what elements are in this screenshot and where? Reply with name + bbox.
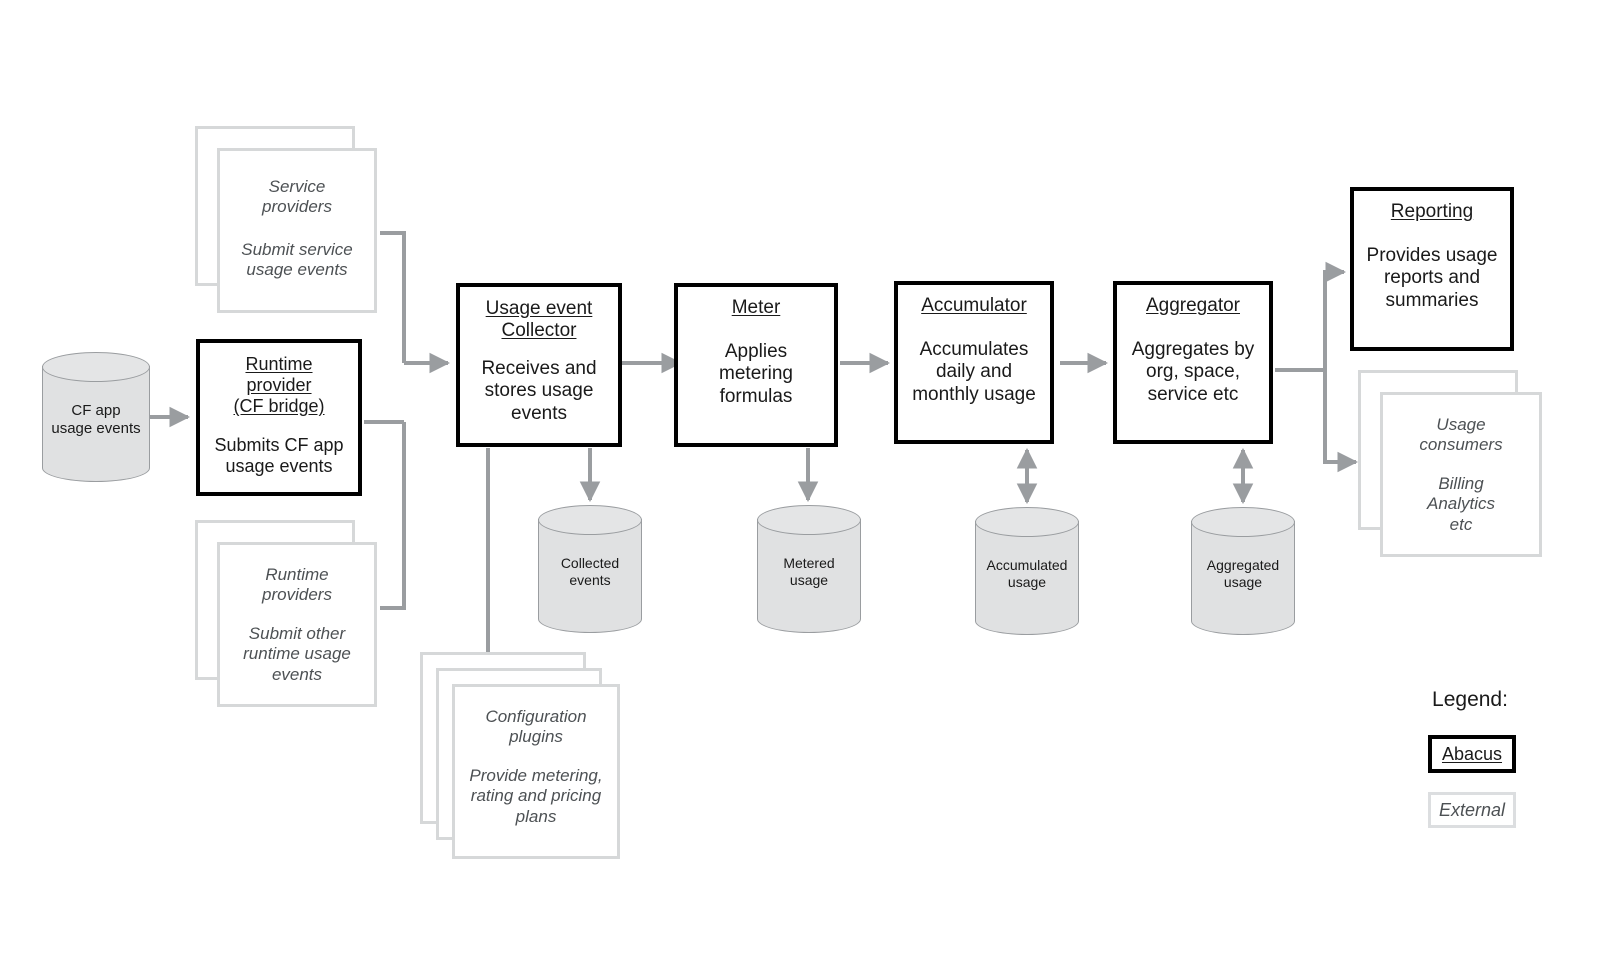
datastore-accumulated-usage: Accumulated usage — [975, 507, 1079, 635]
node-desc: Applies metering formulas — [719, 341, 793, 407]
stack-card-front[interactable]: Runtime providers Submit other runtime u… — [217, 542, 377, 707]
external-title: Service providers — [262, 177, 332, 217]
node-reporting[interactable]: Reporting Provides usage reports and sum… — [1350, 187, 1514, 351]
legend-heading: Legend: — [1432, 688, 1508, 711]
legend-external-label: External — [1438, 799, 1506, 820]
node-desc: Accumulates daily and monthly usage — [912, 339, 1036, 405]
cylinder-top — [1191, 507, 1295, 537]
datastore-metered-usage: Metered usage — [757, 505, 861, 633]
node-title: Meter — [731, 297, 781, 318]
external-title: Usage consumers — [1419, 415, 1503, 455]
node-runtime-provider[interactable]: Runtime provider (CF bridge) Submits CF … — [196, 339, 362, 496]
node-aggregator[interactable]: Aggregator Aggregates by org, space, ser… — [1113, 281, 1273, 444]
stack-card-front[interactable]: Configuration plugins Provide metering, … — [452, 684, 620, 859]
node-accumulator[interactable]: Accumulator Accumulates daily and monthl… — [894, 281, 1054, 444]
external-runtime-providers[interactable]: Runtime providers Submit other runtime u… — [195, 520, 385, 710]
node-desc: Provides usage reports and summaries — [1366, 245, 1498, 311]
legend-abacus-label: Abacus — [1441, 743, 1503, 764]
node-usage-event-collector[interactable]: Usage event Collector Receives and store… — [456, 283, 622, 447]
datastore-label: Aggregated usage — [1206, 557, 1280, 591]
node-meter[interactable]: Meter Applies metering formulas — [674, 283, 838, 447]
external-title: Runtime providers — [262, 565, 332, 605]
legend-swatch-external: External — [1428, 792, 1516, 828]
datastore-cf-app-usage-events: CF app usage events — [42, 352, 150, 482]
wire-split-to-usage-consumers — [1323, 370, 1359, 473]
node-desc: Submits CF app usage events — [214, 434, 344, 476]
cylinder-body — [975, 521, 1079, 635]
stack-card-front[interactable]: Usage consumers Billing Analytics etc — [1380, 392, 1542, 557]
cylinder-body — [538, 519, 642, 633]
external-title: Configuration plugins — [485, 707, 587, 747]
node-desc: Aggregates by org, space, service etc — [1131, 339, 1255, 405]
node-title: Accumulator — [921, 295, 1027, 316]
node-title: Reporting — [1390, 201, 1474, 222]
external-desc: Submit service usage events — [241, 239, 353, 280]
stack-card-front[interactable]: Service providers Submit service usage e… — [217, 148, 377, 313]
node-title: Runtime provider (CF bridge) — [233, 354, 325, 416]
external-configuration-plugins[interactable]: Configuration plugins Provide metering, … — [420, 652, 640, 862]
cylinder-top — [538, 505, 642, 535]
datastore-label: Collected events — [560, 555, 620, 589]
node-desc: Receives and stores usage events — [481, 358, 597, 424]
external-desc: Billing Analytics etc — [1426, 473, 1496, 534]
cylinder-top — [975, 507, 1079, 537]
node-title: Usage event Collector — [485, 298, 593, 342]
datastore-label: CF app usage events — [51, 402, 141, 438]
datastore-label: Metered usage — [783, 555, 835, 589]
datastore-label: Accumulated usage — [986, 557, 1068, 591]
datastore-aggregated-usage: Aggregated usage — [1191, 507, 1295, 635]
cylinder-body — [42, 366, 150, 482]
external-desc: Provide metering, rating and pricing pla… — [469, 765, 603, 826]
cylinder-body — [757, 519, 861, 633]
cylinder-top — [757, 505, 861, 535]
node-title: Aggregator — [1145, 295, 1240, 316]
wire-split-to-reporting — [1323, 261, 1347, 370]
external-service-providers[interactable]: Service providers Submit service usage e… — [195, 126, 385, 316]
external-desc: Submit other runtime usage events — [243, 623, 351, 684]
cylinder-body — [1191, 521, 1295, 635]
datastore-collected-events: Collected events — [538, 505, 642, 633]
legend-swatch-abacus: Abacus — [1428, 735, 1516, 773]
cylinder-top — [42, 352, 150, 382]
external-usage-consumers[interactable]: Usage consumers Billing Analytics etc — [1358, 370, 1548, 570]
